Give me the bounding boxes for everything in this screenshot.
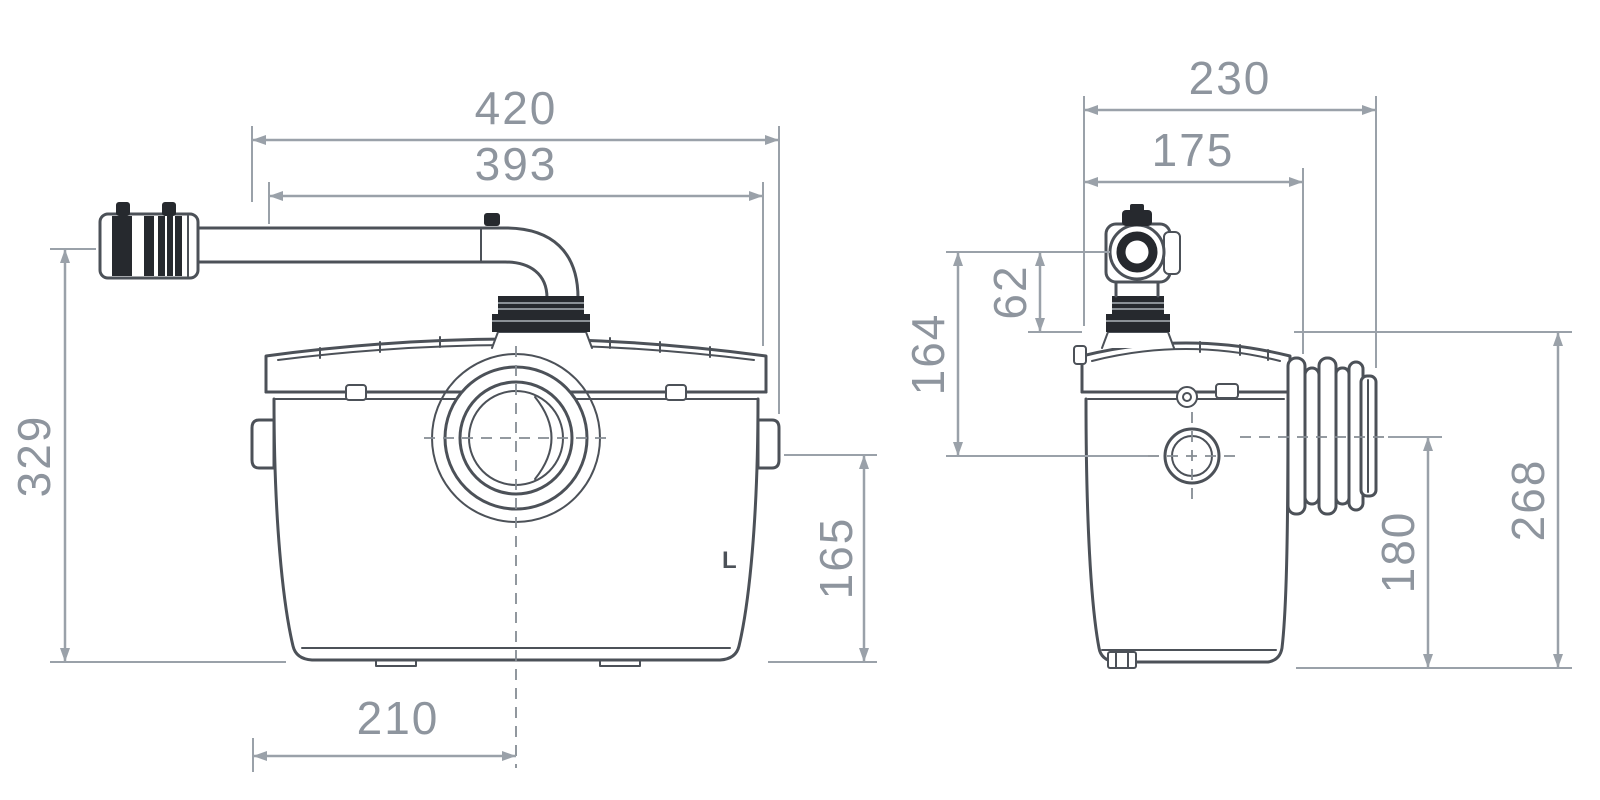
dim-overall-height-label: 268 — [1502, 459, 1554, 542]
lid-clip — [345, 384, 367, 401]
vent-collar-flange — [1106, 314, 1170, 332]
elbow — [503, 226, 580, 300]
dim-overall-width-label: 420 — [475, 82, 558, 134]
pipe-collar-flange — [492, 314, 590, 332]
dim-vent-above-lid-label: 62 — [984, 264, 1036, 319]
dim-lid-width-label: 393 — [475, 138, 558, 190]
pipe-clamp — [484, 213, 500, 226]
discharge-bellows — [1240, 356, 1388, 516]
dim-upper-depth-label: 175 — [1152, 124, 1235, 176]
vent-boss — [1101, 331, 1175, 349]
dim-overall-depth: 230 — [1083, 52, 1377, 368]
corner-mark-label: L — [722, 547, 737, 574]
pipe-collar — [498, 296, 584, 316]
dim-vent-above-lid: 62 — [946, 251, 1110, 333]
dim-vent-to-inlet-label: 164 — [902, 313, 954, 396]
vent-clamp — [1122, 210, 1152, 226]
dim-pipe-height: 329 — [8, 248, 286, 663]
dim-inlet-height-label: 165 — [810, 517, 862, 600]
dim-inlet-offset: 210 — [252, 692, 516, 772]
side-front-details — [1148, 386, 1236, 500]
dim-vent-to-inlet: 164 — [902, 252, 1148, 457]
vent-hole — [1176, 386, 1198, 408]
dim-pipe-height-label: 329 — [8, 415, 60, 498]
lid-clip — [665, 384, 687, 401]
dim-inlet-offset-label: 210 — [357, 692, 440, 744]
side-view: 230 175 62 164 268 180 — [902, 52, 1572, 669]
lid-clip — [1215, 383, 1239, 399]
hose-clamp-screw — [116, 202, 130, 216]
foot — [375, 659, 417, 667]
lid-clip — [1073, 345, 1087, 365]
dim-overall-height: 268 — [1294, 331, 1572, 669]
dim-overall-width: 420 — [251, 82, 780, 414]
vent-assembly — [1101, 204, 1181, 349]
dim-lid-width: 393 — [268, 138, 764, 346]
front-view: L 420 393 329 165 — [8, 82, 877, 772]
front-inlet-opening — [424, 346, 608, 768]
right-mounting-tab — [756, 418, 781, 470]
dim-outlet-height: 180 — [1372, 436, 1442, 668]
side-body — [1084, 397, 1290, 669]
discharge-pipe — [196, 213, 590, 332]
lid-boss — [491, 331, 593, 349]
dim-upper-depth: 175 — [1084, 124, 1304, 354]
hose-clamp-screw — [162, 202, 176, 216]
dim-overall-depth-label: 230 — [1189, 52, 1272, 104]
foot — [599, 659, 641, 667]
left-mounting-tab — [250, 418, 276, 470]
foot-bracket — [1107, 651, 1137, 669]
dim-outlet-height-label: 180 — [1372, 511, 1424, 594]
vent-collar — [1112, 296, 1164, 316]
pipe-coupling — [98, 202, 200, 280]
dim-inlet-height: 165 — [768, 454, 877, 663]
elbow — [503, 260, 549, 300]
side-lid — [1073, 341, 1292, 400]
